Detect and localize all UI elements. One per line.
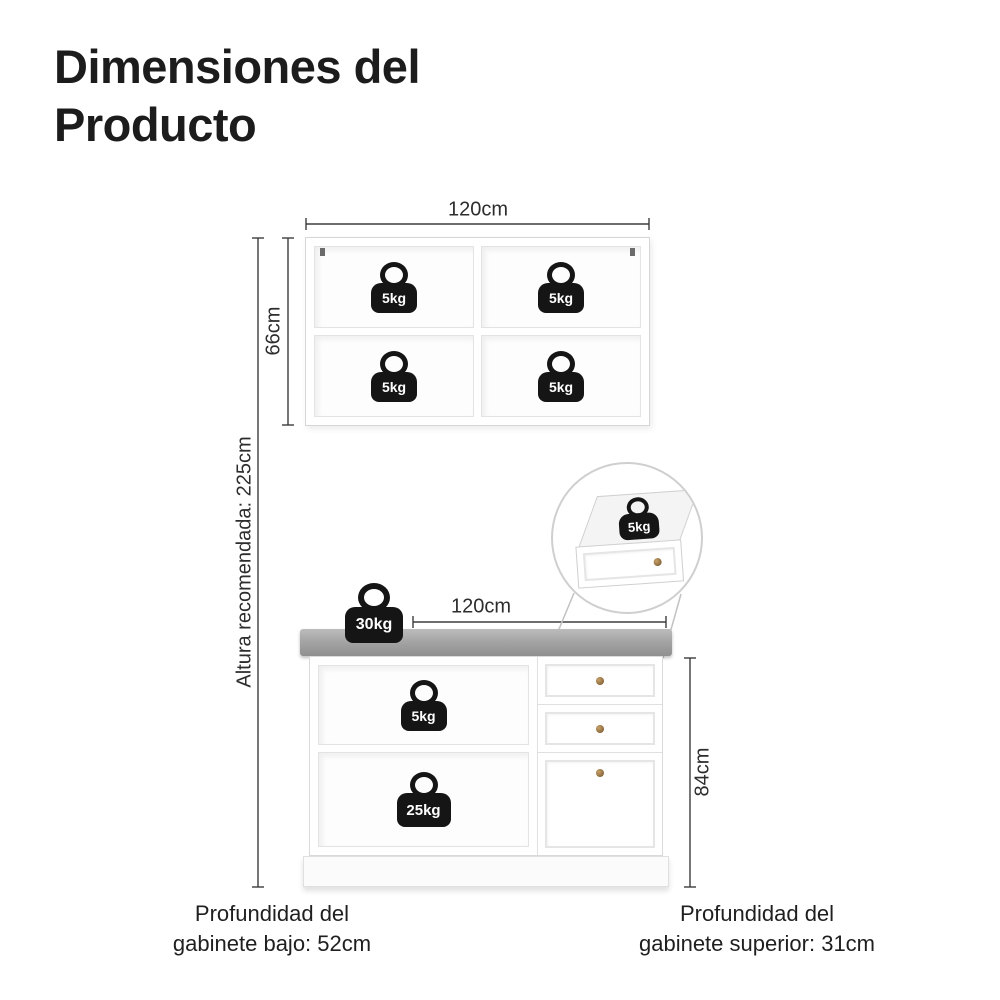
weight-label: 5kg [538,371,584,402]
weight-icon: 5kg [400,679,447,731]
upper-shelf-compartment: 5kg [314,246,474,328]
drawer-top [538,657,662,705]
weight-label: 5kg [538,282,584,313]
drawer-panel [545,712,655,745]
cabinet-door [538,753,662,855]
base-depth-line2: gabinete bajo: 52cm [172,931,372,957]
upper-depth-line2: gabinete superior: 31cm [638,931,876,957]
hinge-icon [630,248,635,256]
upper-cabinet-depth-note: Profundidad del gabinete superior: 31cm [639,899,875,960]
hinge-icon [320,248,325,256]
label-base-cabinet-width: 120cm [450,595,512,618]
upper-cabinet-shelves: 5kg 5kg 5kg 5kg [314,246,641,417]
weight-icon: 5kg [371,261,417,313]
drawer-detail-circle: 5kg [551,462,703,614]
weight-icon: 5kg [538,261,584,313]
base-cabinet-drawer-column [537,657,662,855]
drawer-panel [545,664,655,697]
weight-label: 5kg [371,282,417,313]
open-drawer-illustration: 5kg [564,489,699,589]
label-base-cabinet-height: 84cm [691,747,714,797]
weight-icon: 25kg [396,772,451,827]
upper-shelf-compartment: 5kg [481,335,641,417]
door-panel [545,760,655,848]
weight-icon: 30kg [345,583,403,643]
upper-depth-line1: Profundidad del [679,901,835,926]
page-title-line1: Dimensiones del [54,40,421,93]
upper-shelf-compartment: 5kg [314,335,474,417]
label-upper-cabinet-width: 120cm [447,198,509,221]
page-title: Dimensiones del Producto [54,38,694,154]
drawer-panel [582,546,677,582]
weight-label: 25kg [396,793,451,827]
drawer-interior-content: 5kg [617,496,660,541]
upper-shelf-compartment: 5kg [481,246,641,328]
drawer-front [575,539,685,589]
base-depth-line1: Profundidad del [194,901,350,926]
weight-label: 5kg [618,511,660,541]
label-upper-cabinet-height: 66cm [262,306,285,356]
knob-icon [596,724,604,733]
weight-icon: 5kg [617,496,660,541]
base-cabinet-depth-note: Profundidad del gabinete bajo: 52cm [173,899,371,960]
weight-label: 30kg [345,607,403,643]
weight-label: 5kg [400,700,447,731]
knob-icon [596,769,604,777]
base-cabinet: 5kg 25kg [309,656,663,856]
weight-icon: 5kg [371,350,417,402]
weight-label: 5kg [371,371,417,402]
page-title-line2: Producto [54,97,257,151]
base-bottom-compartment: 25kg [318,752,529,847]
upper-cabinet: 5kg 5kg 5kg 5kg [305,237,650,426]
drawer-middle [538,705,662,753]
base-cabinet-open-shelves: 5kg 25kg [310,657,537,855]
base-cabinet-plinth [303,856,669,887]
weight-icon: 5kg [538,350,584,402]
knob-icon [596,676,604,685]
label-recommended-height: Altura recomendada: 225cm [233,436,256,688]
base-shelf-compartment: 5kg [318,665,529,745]
